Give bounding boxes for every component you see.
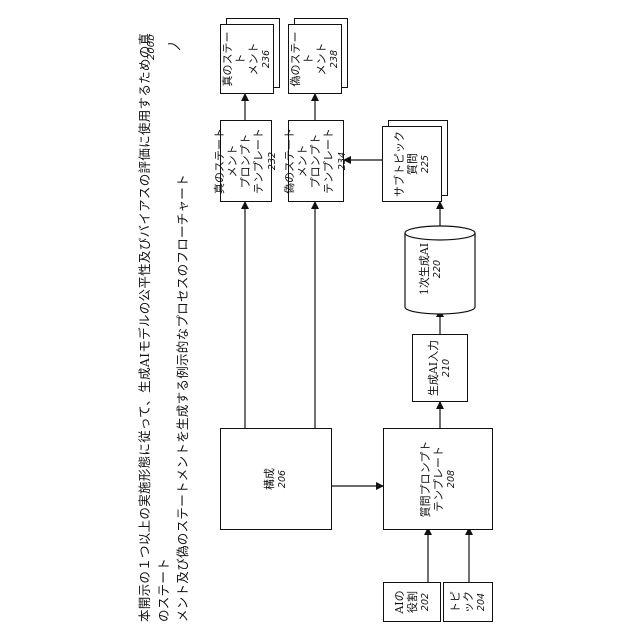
true-statements-label-2: メント — [247, 43, 260, 76]
subtopic-questions-box: サブトピック 質問 225 — [382, 126, 442, 202]
subtopic-questions-label-1: サブトピック — [393, 131, 406, 197]
false-statements-label-1: 偽のステート — [289, 29, 315, 89]
false-prompt-label-1: 偽のステートメント — [283, 125, 309, 197]
false-statements-box: 偽のステート メント 238 — [288, 24, 342, 94]
true-statements-box: 真のステート メント 236 — [220, 24, 274, 94]
subtopic-questions-label-2: 質問 — [406, 153, 419, 175]
true-statements-number: 236 — [260, 50, 273, 68]
false-prompt-label-3: テンプレート — [322, 128, 335, 194]
config-label: 構成 — [263, 468, 276, 490]
false-prompt-number: 234 — [337, 152, 348, 170]
true-statements-label-1: 真のステート — [221, 29, 247, 89]
false-statements-label-2: メント — [315, 43, 328, 76]
true-prompt-label-3: テンプレート — [252, 128, 265, 194]
primary-gen-ai-number: 220 — [431, 234, 444, 304]
question-template-box: 質問プロンプト テンプレート 208 — [383, 428, 493, 530]
true-prompt-label-2: プロンプト — [239, 134, 252, 189]
false-prompt-template-box: 偽のステートメント プロンプト テンプレート 234 — [288, 120, 344, 202]
ai-role-number: 202 — [419, 593, 432, 611]
false-statements-number: 238 — [328, 50, 341, 68]
gen-ai-input-label: 生成AI入力 — [427, 340, 440, 396]
true-prompt-number: 232 — [267, 152, 278, 170]
topic-number: 204 — [475, 593, 488, 611]
false-prompt-label-2: プロンプト — [309, 134, 322, 189]
subtopic-questions-number: 225 — [419, 155, 432, 173]
config-number: 206 — [276, 470, 289, 488]
gen-ai-input-number: 210 — [440, 359, 453, 377]
ai-role-label: AIの役割 — [393, 587, 419, 617]
primary-gen-ai-label-block: 1次生成AI 220 — [418, 234, 444, 304]
question-template-label-1: 質問プロンプト — [419, 441, 432, 518]
gen-ai-input-box: 生成AI入力 210 — [412, 334, 468, 402]
topic-box: トピック 204 — [443, 582, 493, 622]
false-prompt-label-row-3: テンプレート 234 — [322, 125, 349, 197]
question-template-number: 208 — [445, 470, 458, 488]
primary-gen-ai-label: 1次生成AI — [418, 234, 431, 304]
topic-label: トピック — [449, 587, 475, 617]
config-box: 構成 206 — [220, 428, 332, 530]
ai-role-box: AIの役割 202 — [383, 582, 441, 622]
true-prompt-label-row-3: テンプレート 232 — [252, 125, 279, 197]
question-template-label-2: テンプレート — [432, 446, 445, 512]
true-prompt-label-1: 真のステートメント — [213, 125, 239, 197]
true-prompt-template-box: 真のステートメント プロンプト テンプレート 232 — [220, 120, 272, 202]
